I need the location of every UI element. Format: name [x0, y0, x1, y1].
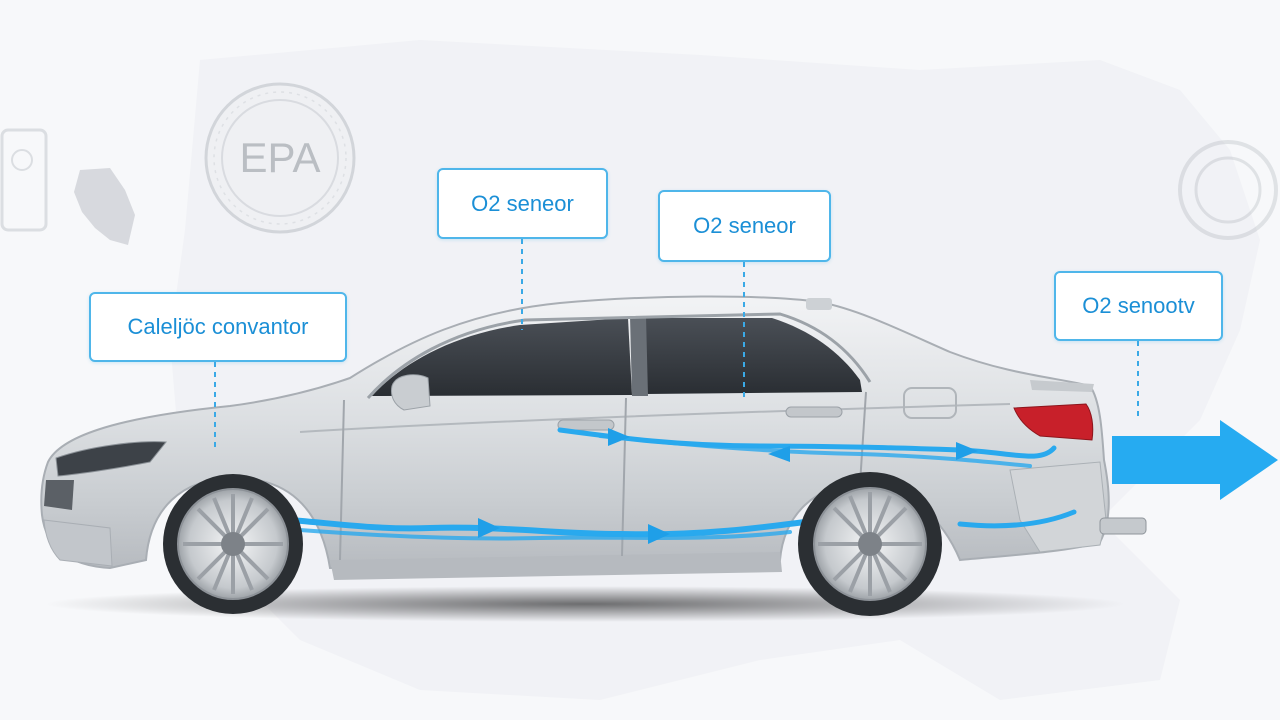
exhaust-flow	[287, 427, 1077, 541]
front-wheel	[163, 474, 303, 614]
tail-light	[1013, 403, 1094, 441]
flow-arrowhead-3	[608, 428, 630, 446]
flow-arrowheads	[478, 428, 978, 544]
catalytic-converter-label: Caleljöc convantor	[89, 292, 347, 362]
front-bumper	[43, 519, 113, 567]
rear-bumper	[1009, 461, 1107, 553]
exhaust-arrow-icon	[1112, 420, 1278, 500]
rear-door-edge	[859, 391, 867, 485]
document-icon	[0, 128, 48, 232]
flow-line-rear	[957, 509, 1077, 529]
front-window	[372, 318, 632, 396]
rear-wheel	[798, 472, 942, 616]
alaska-map-icon	[74, 168, 135, 245]
o2-sensor-label-2: O2 seneor	[658, 190, 831, 262]
exhaust-tip	[1099, 517, 1147, 535]
character-line	[299, 403, 1011, 433]
flow-arrowhead-5	[956, 442, 978, 460]
flow-arrowhead-1	[478, 518, 500, 538]
flow-line-lower-2	[298, 528, 792, 541]
window-trim	[366, 312, 872, 399]
roof-antenna	[806, 298, 832, 310]
rear-door-handle	[785, 406, 843, 418]
side-mirror	[391, 374, 431, 411]
b-pillar	[630, 316, 648, 396]
o2-sensor-label-1: O2 seneor	[437, 168, 608, 239]
epa-seal-icon: EPA	[204, 82, 356, 234]
o2-sensor-label-3: O2 senootv	[1054, 271, 1223, 341]
headlight	[55, 441, 167, 477]
fuel-door	[903, 387, 957, 419]
rear-door-gap	[621, 397, 627, 557]
trunk-lip	[1030, 380, 1094, 392]
badge-icon	[1178, 140, 1278, 240]
rocker-panel	[330, 552, 782, 580]
rear-window	[642, 318, 862, 394]
leader-lines	[214, 239, 1139, 452]
front-door-handle	[557, 419, 615, 431]
epa-seal-text: EPA	[240, 134, 321, 181]
grille	[44, 480, 74, 510]
flow-arrowhead-4	[768, 446, 790, 462]
flow-line-lower	[287, 517, 823, 538]
flow-arrowhead-2	[648, 524, 670, 544]
flow-line-upper-2	[598, 434, 1032, 468]
